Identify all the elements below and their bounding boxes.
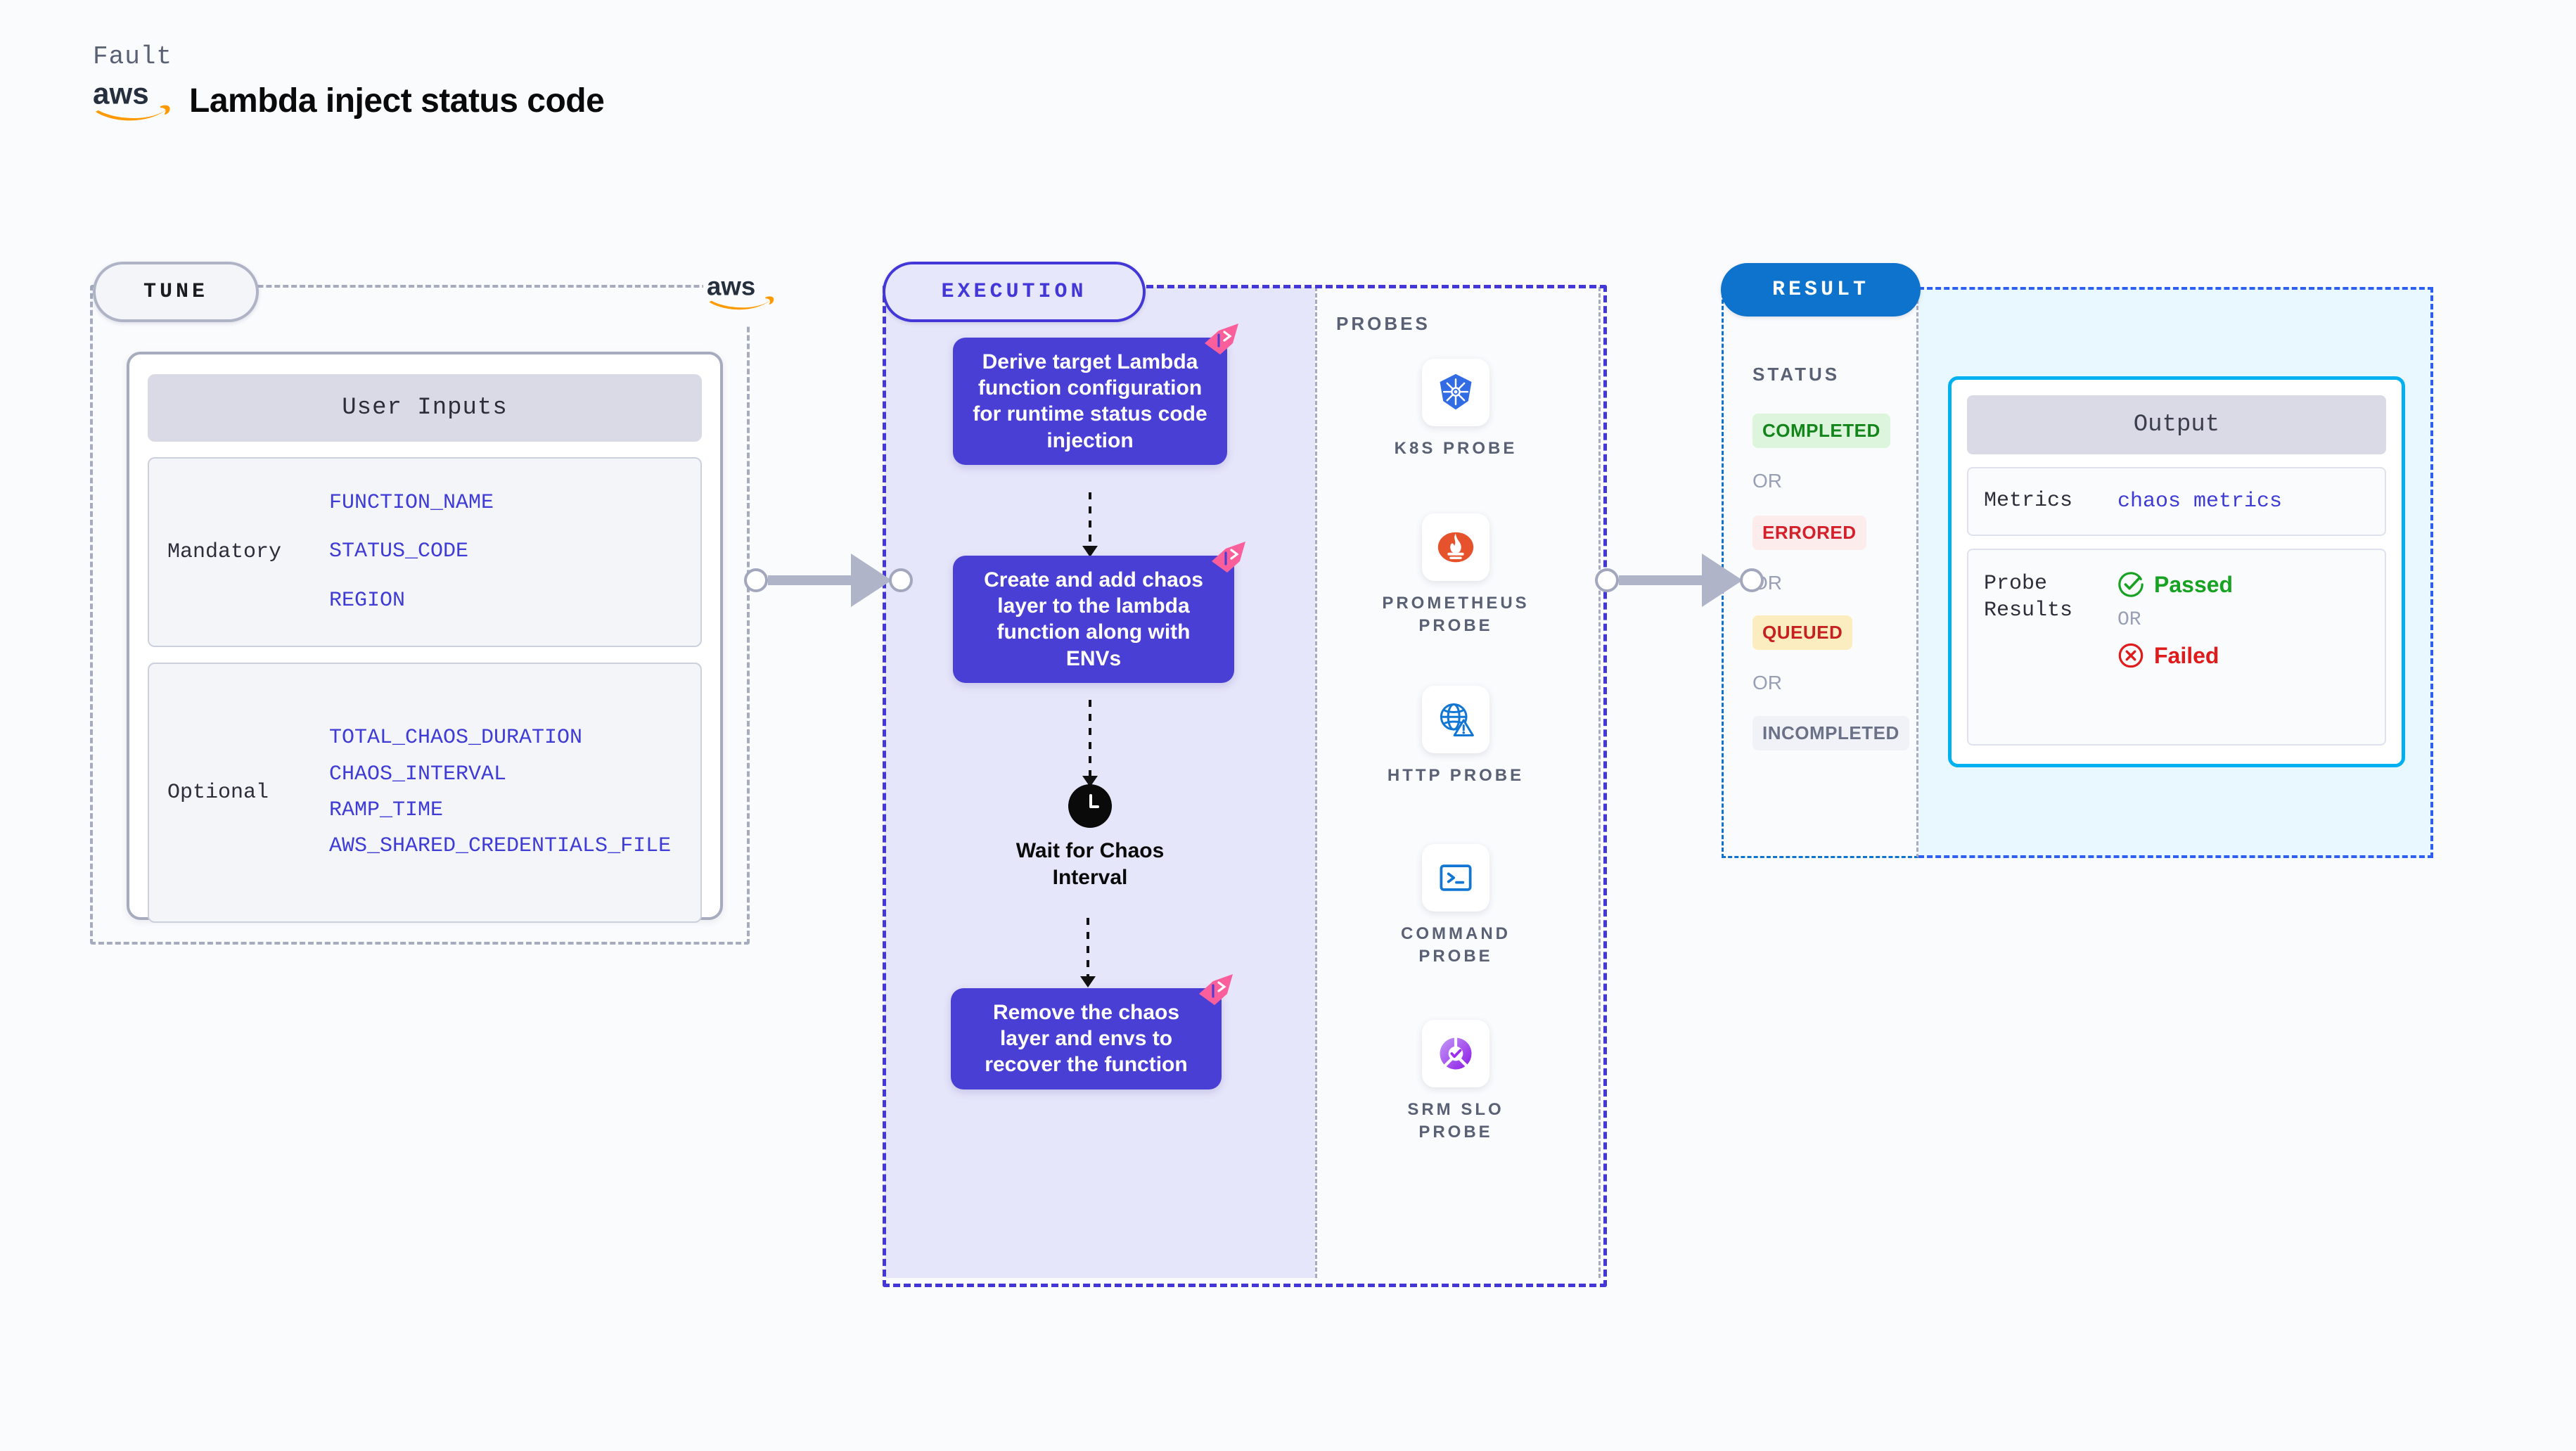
connector-tune-to-execution xyxy=(744,542,913,619)
input-var: RAMP_TIME xyxy=(329,798,444,822)
mandatory-inputs-group: Mandatory FUNCTION_NAME STATUS_CODE REGI… xyxy=(148,457,702,647)
probe-icon-tile xyxy=(1422,686,1489,753)
svg-text:aws: aws xyxy=(707,271,755,300)
probe-label: PROMETHEUS PROBE xyxy=(1382,594,1530,636)
input-var: STATUS_CODE xyxy=(329,539,469,564)
output-or-text: OR xyxy=(2117,609,2141,631)
execution-badge: EXECUTION xyxy=(883,262,1146,322)
optional-label: Optional xyxy=(167,781,269,805)
probe-srm-slo[interactable]: SRM SLO PROBE xyxy=(1371,1020,1540,1144)
status-or-text: OR xyxy=(1752,470,1782,492)
connector-dot xyxy=(1595,568,1619,592)
connector-line xyxy=(1619,575,1703,585)
probe-icon-tile xyxy=(1422,359,1489,426)
flow-arrow xyxy=(1082,700,1098,787)
flow-arrow xyxy=(1080,918,1096,987)
probes-subpanel xyxy=(1315,287,1601,1278)
probe-result-passed: Passed xyxy=(2117,571,2233,598)
connector-dot xyxy=(1740,568,1764,592)
execution-step-2: Create and add chaos layer to the lambda… xyxy=(953,542,1245,689)
probe-label: SRM SLO PROBE xyxy=(1407,1100,1504,1142)
failed-label: Failed xyxy=(2154,642,2219,668)
probes-title: PROBES xyxy=(1336,313,1430,334)
tune-badge: TUNE xyxy=(93,262,259,322)
status-badge-completed: COMPLETED xyxy=(1752,414,1890,448)
aws-logo-icon: aws xyxy=(707,271,774,310)
chaos-fold-badge-icon xyxy=(1205,324,1238,354)
output-probe-results-row: Probe Results Passed OR Failed xyxy=(1967,549,2386,746)
execution-step-box: Create and add chaos layer to the lambda… xyxy=(953,556,1234,683)
connector-dot xyxy=(744,568,768,592)
optional-inputs-group: Optional TOTAL_CHAOS_DURATION CHAOS_INTE… xyxy=(148,663,702,923)
chaos-fold-badge-icon xyxy=(1199,974,1233,1005)
wait-for-chaos-interval-node: Wait for Chaos Interval xyxy=(985,784,1196,890)
connector-dot xyxy=(889,568,913,592)
metrics-key: Metrics xyxy=(1984,489,2073,513)
connector-line xyxy=(768,575,852,585)
execution-step-box: Derive target Lambda function configurat… xyxy=(953,338,1227,465)
user-inputs-title: User Inputs xyxy=(148,374,702,442)
execution-step-1: Derive target Lambda function configurat… xyxy=(953,324,1238,485)
input-var: TOTAL_CHAOS_DURATION xyxy=(329,726,583,750)
probe-http[interactable]: HTTP PROBE xyxy=(1371,686,1540,787)
flow-arrow xyxy=(1082,492,1098,557)
page-title: Lambda inject status code xyxy=(189,82,605,120)
page-header: Fault aws Lambda inject status code xyxy=(93,42,605,125)
status-badge-incompleted: INCOMPLETED xyxy=(1752,716,1909,750)
input-var: REGION xyxy=(329,588,406,613)
connector-arrowhead xyxy=(851,554,892,607)
probe-label: COMMAND PROBE xyxy=(1401,924,1511,966)
terminal-icon xyxy=(1440,864,1472,891)
probe-label: HTTP PROBE xyxy=(1387,766,1525,785)
connector-execution-to-result xyxy=(1595,542,1764,619)
http-globe-warning-icon xyxy=(1440,703,1474,736)
aws-logo: aws xyxy=(93,77,170,121)
output-card: Output Metrics chaos metrics Probe Resul… xyxy=(1948,376,2405,767)
output-metrics-row: Metrics chaos metrics xyxy=(1967,467,2386,536)
connector-arrowhead xyxy=(1702,554,1743,607)
execution-step-box: Remove the chaos layer and envs to recov… xyxy=(951,988,1222,1089)
metrics-value: chaos metrics xyxy=(2117,490,2283,513)
chaos-fold-badge-icon xyxy=(1212,542,1245,573)
probe-icon-tile xyxy=(1422,844,1489,912)
probe-icon-tile xyxy=(1422,513,1489,581)
clock-icon xyxy=(1068,784,1112,828)
output-title: Output xyxy=(1967,395,2386,454)
prometheus-icon xyxy=(1437,532,1474,563)
input-var: CHAOS_INTERVAL xyxy=(329,762,507,786)
execution-step-3: Remove the chaos layer and envs to recov… xyxy=(951,974,1233,1101)
input-var: AWS_SHARED_CREDENTIALS_FILE xyxy=(329,834,672,859)
aws-logo-border-mark: aws xyxy=(703,259,781,326)
svg-text:aws: aws xyxy=(93,77,149,110)
fault-label: Fault xyxy=(93,42,173,71)
probe-results-key: Probe Results xyxy=(1984,572,2073,622)
status-badge-queued: QUEUED xyxy=(1752,615,1853,650)
probe-k8s[interactable]: K8S PROBE xyxy=(1371,359,1540,460)
probe-result-failed: Failed xyxy=(2117,642,2233,669)
x-circle-icon xyxy=(2118,643,2144,668)
result-badge: RESULT xyxy=(1721,263,1921,317)
user-inputs-card: User Inputs Mandatory FUNCTION_NAME STAT… xyxy=(127,352,723,923)
input-var: FUNCTION_NAME xyxy=(329,490,494,515)
srm-slo-icon xyxy=(1440,1037,1472,1070)
mandatory-label: Mandatory xyxy=(167,540,282,564)
probe-icon-tile xyxy=(1422,1020,1489,1087)
wait-node-label: Wait for Chaos Interval xyxy=(1015,839,1165,889)
passed-label: Passed xyxy=(2154,571,2234,597)
check-circle-icon xyxy=(2118,572,2144,597)
status-title: STATUS xyxy=(1752,364,1840,385)
probe-label: K8S PROBE xyxy=(1394,439,1518,458)
status-or-text: OR xyxy=(1752,672,1782,693)
probe-prometheus[interactable]: PROMETHEUS PROBE xyxy=(1371,513,1540,638)
kubernetes-icon xyxy=(1440,373,1472,410)
status-badge-errored: ERRORED xyxy=(1752,516,1866,550)
probe-command[interactable]: COMMAND PROBE xyxy=(1371,844,1540,969)
execution-panel xyxy=(883,285,1607,1287)
